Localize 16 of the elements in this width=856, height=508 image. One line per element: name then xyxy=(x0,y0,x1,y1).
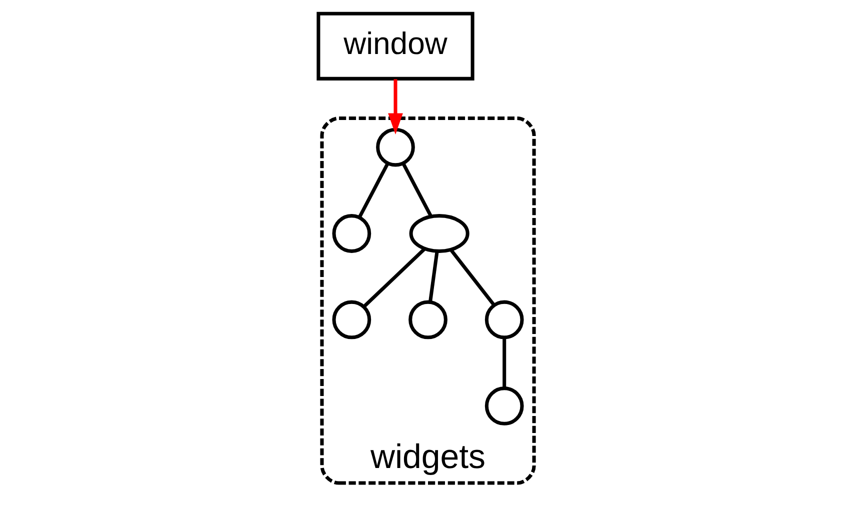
node-circle xyxy=(408,300,448,340)
arrow xyxy=(388,79,403,134)
node-box: window xyxy=(316,12,474,80)
node-circle xyxy=(376,128,415,167)
node-circle xyxy=(484,386,524,426)
connector xyxy=(358,162,390,218)
connector xyxy=(402,162,432,217)
cluster: widgets xyxy=(320,116,536,485)
connector xyxy=(450,248,496,306)
node-circle xyxy=(332,214,372,253)
node-circle xyxy=(332,300,372,340)
connector xyxy=(502,338,506,388)
connector xyxy=(362,247,426,308)
node-ellipse xyxy=(409,214,470,253)
connector xyxy=(428,251,439,302)
node-circle xyxy=(484,300,524,340)
